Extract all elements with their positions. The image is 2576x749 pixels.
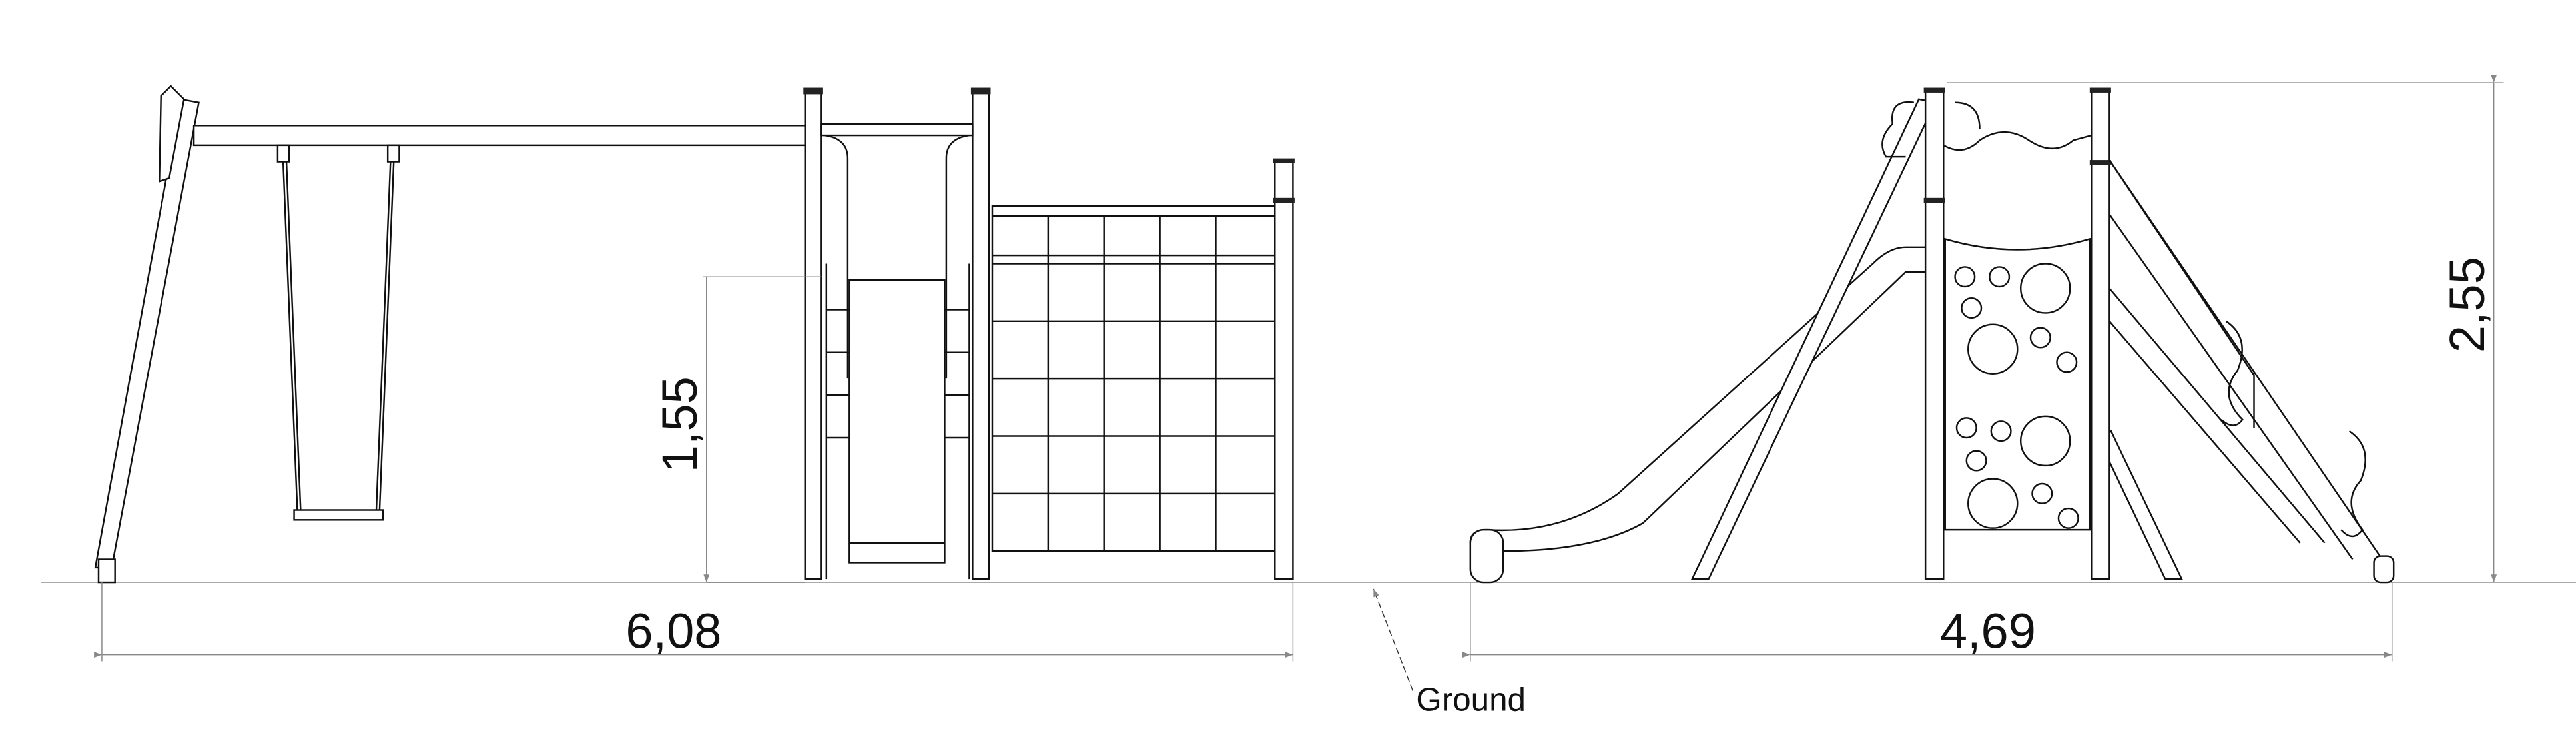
dimension-total-height: 2,55: [1947, 75, 2504, 583]
swing-seat: [293, 509, 384, 521]
dimension-label-1-55: 1,55: [652, 376, 707, 472]
dimension-left-width: 6,08: [94, 582, 1294, 662]
ground-annotation: Ground: [1373, 588, 1526, 718]
swing-set: [94, 85, 806, 584]
dimension-right-width: 4,69: [1462, 582, 2393, 662]
staircase: [2108, 159, 2395, 584]
tower-left: [803, 87, 991, 580]
dimension-platform-height: 1,55: [652, 276, 822, 583]
ground-label: Ground: [1416, 681, 1526, 718]
net-post: [1273, 158, 1295, 580]
dimension-label-4-69: 4,69: [1940, 604, 2036, 659]
dimension-label-6-08: 6,08: [625, 604, 721, 659]
slide: [1469, 246, 1926, 584]
climbing-panel: [1944, 237, 2091, 531]
climbing-net: [991, 205, 1276, 552]
tower-right: [1923, 87, 2111, 580]
dimension-label-2-55: 2,55: [2439, 257, 2495, 353]
a-frame-legs: [1690, 98, 2183, 580]
